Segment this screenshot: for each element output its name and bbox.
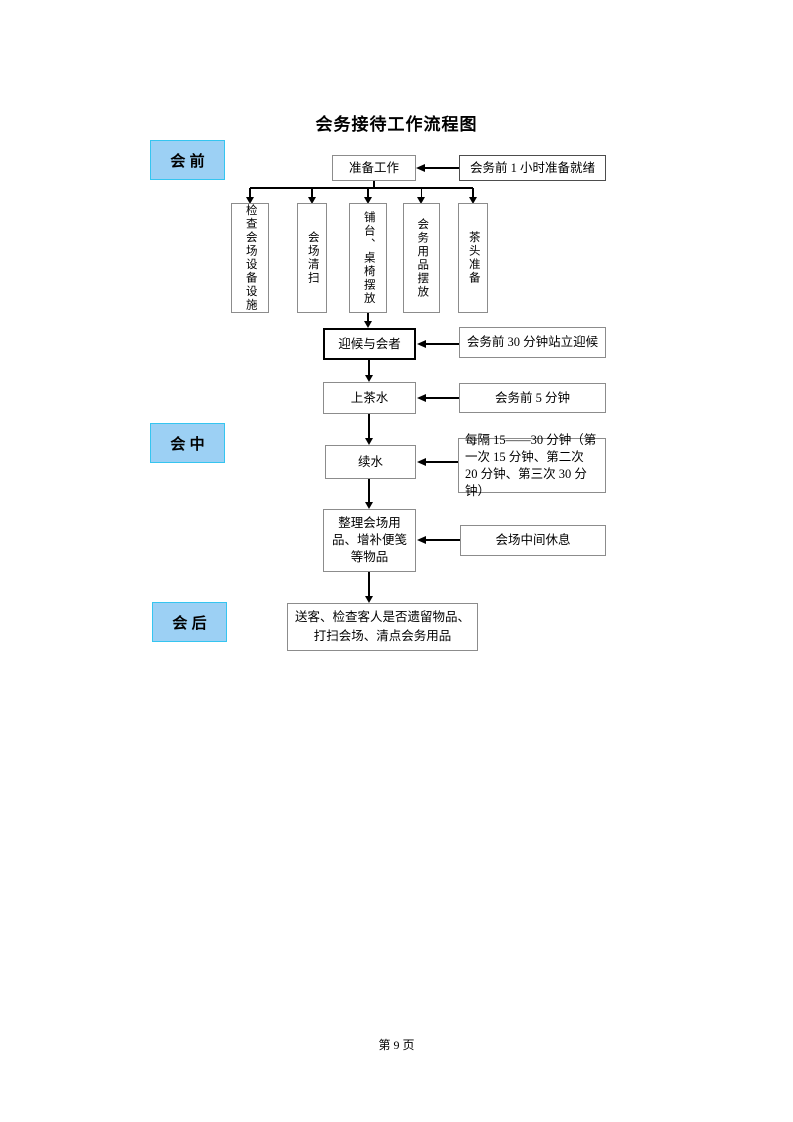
connector-line (249, 188, 251, 197)
task-box-clean-venue: 会场清扫 (297, 203, 327, 313)
stage-label-during: 会 中 (150, 423, 225, 463)
connector-line (367, 188, 369, 197)
arrow-left-icon (416, 164, 425, 172)
arrow-down-icon (363, 321, 372, 328)
task-box-check-equipment: 检查会场设备设施 (231, 203, 269, 313)
prepare-note-box: 会务前 1 小时准备就绪 (459, 155, 606, 181)
arrow-down-icon (245, 196, 254, 204)
arrow-down-icon (363, 196, 372, 204)
connector-line (425, 397, 459, 399)
arrow-down-icon (468, 196, 477, 204)
tidy-supplies-box: 整理会场用品、增补便笺等物品 (323, 509, 416, 572)
arrow-down-icon (364, 596, 373, 603)
connector-line (368, 360, 370, 375)
arrow-down-icon (364, 502, 373, 509)
arrow-down-icon (364, 438, 373, 445)
connector-line (368, 414, 370, 439)
task-box-tea-prep: 茶头准备 (458, 203, 488, 313)
refill-note-box: 每隔 15——30 分钟（第一次 15 分钟、第二次 20 分钟、第三次 30 … (458, 433, 606, 498)
connector-line (426, 461, 458, 463)
stage-label-after: 会 后 (152, 602, 227, 642)
arrow-down-icon (417, 196, 425, 204)
arrow-left-icon (417, 536, 426, 544)
stage-label-before: 会 前 (150, 140, 225, 180)
serve-tea-box: 上茶水 (323, 382, 416, 414)
connector-line (367, 313, 369, 322)
connector-line (368, 572, 370, 596)
arrow-down-icon (307, 196, 316, 204)
arrow-left-icon (417, 394, 426, 402)
connector-line (425, 167, 459, 169)
task-box-place-supplies: 会务用品摆放 (403, 203, 440, 313)
connector-line (373, 181, 375, 188)
closing-box: 送客、检查客人是否遗留物品、打扫会场、清点会务用品 (287, 603, 478, 651)
arrow-down-icon (364, 375, 373, 382)
task-box-set-tables: 铺台、桌椅摆放 (349, 203, 387, 313)
connector-line (249, 187, 473, 189)
connector-line (420, 188, 423, 197)
connector-line (472, 188, 474, 197)
arrow-left-icon (417, 340, 426, 348)
connector-line (311, 188, 313, 197)
tidy-note-box: 会场中间休息 (460, 525, 606, 556)
arrow-left-icon (417, 458, 426, 466)
page-title: 会务接待工作流程图 (315, 115, 478, 134)
connector-line (425, 539, 460, 541)
connector-line (425, 343, 459, 345)
connector-line (368, 479, 370, 503)
prepare-box: 准备工作 (332, 155, 416, 181)
welcome-note-box: 会务前 30 分钟站立迎候 (459, 327, 606, 358)
refill-water-box: 续水 (325, 445, 416, 479)
welcome-box: 迎候与会者 (323, 328, 416, 360)
page-number: 第 9 页 (378, 1038, 415, 1052)
serve-tea-note-box: 会务前 5 分钟 (459, 383, 606, 413)
